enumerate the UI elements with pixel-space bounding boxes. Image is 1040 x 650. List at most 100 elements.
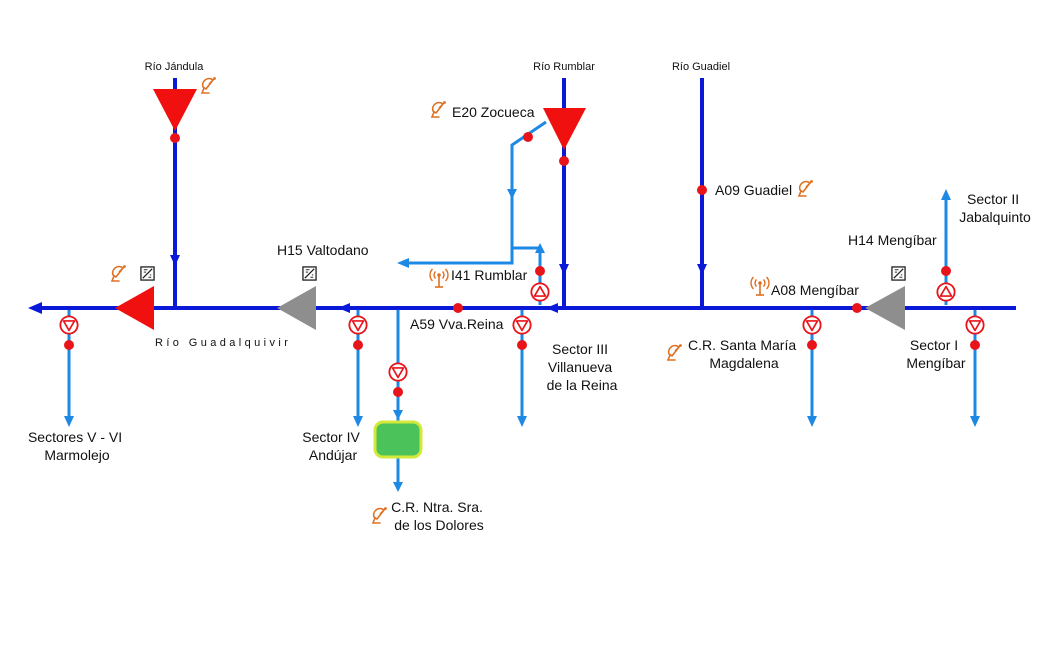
sector-iv-line-2: Andújar bbox=[309, 447, 358, 463]
node-a08[interactable] bbox=[852, 303, 862, 313]
arrow-sector-ii bbox=[941, 189, 951, 200]
arrow-guadiel bbox=[697, 264, 707, 275]
station-label-h14: H14 Mengíbar bbox=[848, 232, 937, 248]
sector-label-cr-dolores: C.R. Ntra. Sra. de los Dolores bbox=[391, 499, 487, 533]
satellite-dish-icon[interactable] bbox=[431, 100, 447, 118]
sector-iii-line-2: Villanueva bbox=[548, 359, 613, 375]
branch-arrowheads bbox=[64, 189, 980, 492]
station-label-a59: A59 Vva.Reina bbox=[410, 316, 504, 332]
river-label-jandula: Río Jándula bbox=[145, 61, 205, 73]
node-sector-iv[interactable] bbox=[353, 340, 363, 350]
river-arrowheads bbox=[28, 255, 707, 314]
arrow-jandula bbox=[170, 255, 180, 266]
station-label-h15: H15 Valtodano bbox=[277, 242, 369, 258]
arrow-rumblar bbox=[559, 264, 569, 275]
arrow-santa-maria bbox=[807, 416, 817, 427]
arrow-main-h15 bbox=[338, 303, 350, 313]
node-jandula[interactable] bbox=[170, 133, 180, 143]
river-label-rumblar: Río Rumblar bbox=[533, 61, 595, 73]
arrow-dolores-mid bbox=[393, 410, 403, 420]
telemetry-icons bbox=[111, 76, 906, 524]
dam-guadalquivir-west bbox=[115, 286, 154, 330]
satellite-dish-icon[interactable] bbox=[111, 264, 127, 282]
node-sectores-v-vi[interactable] bbox=[64, 340, 74, 350]
node-a59[interactable] bbox=[453, 303, 463, 313]
station-label-i41: I41 Rumblar bbox=[451, 267, 528, 283]
node-dolores[interactable] bbox=[393, 387, 403, 397]
cr-santa-maria-line-2: Magdalena bbox=[709, 355, 778, 371]
cr-dolores-line-1: C.R. Ntra. Sra. bbox=[391, 499, 483, 515]
reservoir-dolores bbox=[373, 420, 423, 459]
sector-labels: Sector II Jabalquinto Sector I Mengíbar … bbox=[28, 191, 1031, 533]
gauge-panel-icon[interactable] bbox=[302, 266, 317, 281]
station-label-e20: E20 Zocueca bbox=[452, 104, 535, 120]
satellite-dish-icon[interactable] bbox=[201, 76, 217, 94]
station-label-a09: A09 Guadiel bbox=[715, 182, 792, 198]
arrow-zocueca-down bbox=[507, 189, 517, 199]
station-label-a08: A08 Mengíbar bbox=[771, 282, 859, 298]
pump-station-icon[interactable] bbox=[388, 362, 408, 382]
sector-iii-line-1: Sector III bbox=[552, 341, 608, 357]
node-i41[interactable] bbox=[535, 266, 545, 276]
measurement-nodes bbox=[64, 132, 980, 397]
arrow-main-rumblar bbox=[546, 303, 558, 313]
sector-label-sector-i: Sector I Mengíbar bbox=[906, 337, 965, 371]
sector-i-line-1: Sector I bbox=[910, 337, 958, 353]
dam-jandula bbox=[153, 89, 197, 131]
sector-label-sectores-v-vi: Sectores V - VI Marmolejo bbox=[28, 429, 126, 463]
cr-dolores-line-2: de los Dolores bbox=[394, 517, 484, 533]
dam-valtodano bbox=[277, 286, 316, 330]
pump-station-icon[interactable] bbox=[59, 315, 79, 335]
pump-station-icon[interactable] bbox=[512, 315, 532, 335]
river-labels: Río Jándula Río Rumblar Río Guadiel Río … bbox=[145, 61, 730, 349]
node-rumblar[interactable] bbox=[559, 156, 569, 166]
pump-station-icon[interactable] bbox=[802, 315, 822, 335]
arrow-sectores-v-vi bbox=[64, 416, 74, 427]
arrow-sector-iv bbox=[353, 416, 363, 427]
arrow-rumblar-up bbox=[535, 243, 545, 253]
sector-iv-line-1: Sector IV bbox=[302, 429, 360, 445]
satellite-dish-icon[interactable] bbox=[372, 506, 388, 524]
sector-iii-line-3: de la Reina bbox=[547, 377, 618, 393]
node-zocueca[interactable] bbox=[523, 132, 533, 142]
sectores-v-vi-line-2: Marmolejo bbox=[44, 447, 110, 463]
radio-antenna-icon[interactable] bbox=[750, 276, 770, 296]
dams bbox=[115, 89, 905, 459]
node-guadiel[interactable] bbox=[697, 185, 707, 195]
pump-station-icon[interactable] bbox=[530, 282, 550, 302]
sector-label-cr-santa-maria: C.R. Santa María Magdalena bbox=[688, 337, 800, 371]
branch-valtodano-outlet bbox=[408, 248, 514, 265]
sectores-v-vi-line-1: Sectores V - VI bbox=[28, 429, 122, 445]
arrow-sector-i bbox=[970, 416, 980, 427]
river-label-guadalquivir: Río Guadalquivir bbox=[155, 337, 291, 349]
arrow-valtodano bbox=[397, 258, 409, 268]
satellite-dish-icon[interactable] bbox=[667, 343, 683, 361]
pump-station-icon[interactable] bbox=[936, 282, 956, 302]
sector-label-sector-iv: Sector IV Andújar bbox=[302, 429, 363, 463]
radio-antenna-icon[interactable] bbox=[429, 268, 449, 288]
branch-pipes bbox=[67, 120, 977, 484]
node-sector-iii[interactable] bbox=[517, 340, 527, 350]
arrow-main-outlet bbox=[28, 302, 42, 314]
dam-mengibar bbox=[865, 286, 905, 330]
arrow-sector-iii bbox=[517, 416, 527, 427]
arrow-dolores bbox=[393, 482, 403, 492]
gauge-panel-icon[interactable] bbox=[140, 266, 155, 281]
sector-ii-line-2: Jabalquinto bbox=[959, 209, 1031, 225]
sector-label-sector-iii: Sector III Villanueva de la Reina bbox=[547, 341, 618, 393]
sector-ii-line-1: Sector II bbox=[967, 191, 1019, 207]
sector-i-line-2: Mengíbar bbox=[906, 355, 965, 371]
pump-station-icon[interactable] bbox=[348, 315, 368, 335]
gauge-panel-icon[interactable] bbox=[891, 266, 906, 281]
sector-label-sector-ii: Sector II Jabalquinto bbox=[959, 191, 1031, 225]
cr-santa-maria-line-1: C.R. Santa María bbox=[688, 337, 796, 353]
node-sector-i[interactable] bbox=[970, 340, 980, 350]
river-label-guadiel: Río Guadiel bbox=[672, 61, 730, 73]
node-santa-maria[interactable] bbox=[807, 340, 817, 350]
pump-station-icon[interactable] bbox=[965, 315, 985, 335]
node-sector-ii[interactable] bbox=[941, 266, 951, 276]
station-labels: E20 Zocueca A09 Guadiel H15 Valtodano I4… bbox=[277, 104, 937, 332]
satellite-dish-icon[interactable] bbox=[798, 179, 814, 197]
dam-rumblar bbox=[543, 108, 586, 150]
